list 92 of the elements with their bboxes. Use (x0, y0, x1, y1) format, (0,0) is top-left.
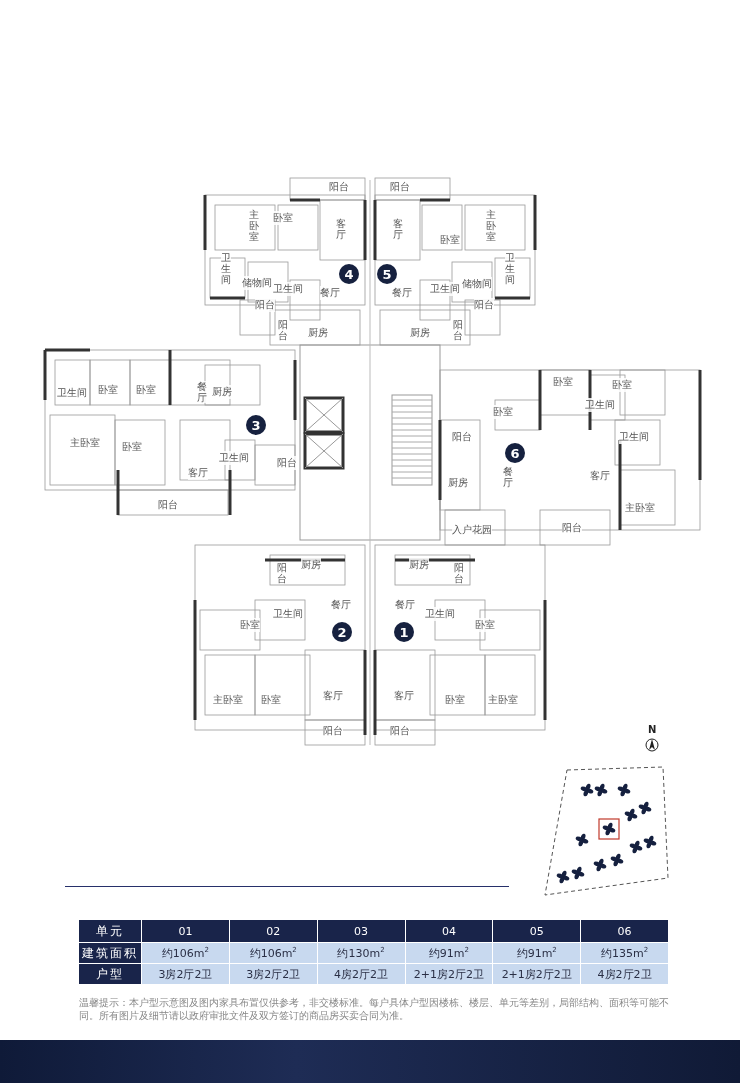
room-label: 卧室 (273, 211, 293, 225)
room-label: 阳台 (329, 180, 349, 194)
table-header: 03 (317, 920, 405, 942)
room-label: 阳台 (277, 456, 297, 470)
north-label: N (648, 724, 657, 735)
room-label: 餐厅 (197, 381, 207, 403)
room-label: 餐厅 (503, 466, 513, 488)
room-label: 入户花园 (452, 523, 492, 537)
room-label: 储物间 (242, 276, 272, 290)
unit-number-badge: 5 (377, 264, 397, 284)
unit-number-badge: 1 (394, 622, 414, 642)
room-label: 阳台 (454, 562, 464, 584)
table-cell: 约91m$^{2}$ (493, 943, 581, 963)
room-label: 阳台 (453, 319, 463, 341)
room-label: 卫生间 (273, 607, 303, 621)
table-header: 06 (581, 920, 668, 942)
room-label: 阳台 (390, 724, 410, 738)
table-header: 单元 (79, 920, 141, 942)
table-cell: 4房2厅2卫 (581, 964, 668, 984)
table-cell: 3房2厅2卫 (142, 964, 229, 984)
table-cell: 约91m$^{2}$ (405, 943, 493, 963)
room-label: 客厅 (590, 469, 610, 483)
room-label: 卧室 (136, 383, 156, 397)
room-label: 厨房 (308, 326, 328, 340)
table-cell: 2+1房2厅2卫 (493, 964, 581, 984)
room-label: 主卧室 (625, 501, 655, 515)
room-label: 客厅 (323, 689, 343, 703)
room-label: 卫生间 (57, 386, 87, 400)
table-header: 建筑面积 (79, 943, 141, 963)
room-label: 卧室 (240, 618, 260, 632)
room-label: 卧室 (445, 693, 465, 707)
room-label: 主卧室 (213, 693, 243, 707)
room-label: 卫生间 (273, 282, 303, 296)
room-label: 客厅 (188, 466, 208, 480)
room-label: 主卧室 (486, 208, 496, 242)
room-label: 阳台 (278, 319, 288, 341)
table-header: 01 (142, 920, 229, 942)
room-label: 餐厅 (395, 598, 415, 612)
room-label: 卫生间 (619, 430, 649, 444)
room-label: 卫生间 (505, 251, 515, 285)
table-cell: 约135m$^{2}$ (581, 943, 668, 963)
room-label: 卧室 (475, 618, 495, 632)
room-label: 主卧室 (488, 693, 518, 707)
room-label: 卫生间 (221, 251, 231, 285)
room-label: 卧室 (122, 440, 142, 454)
room-label: 卧室 (612, 378, 632, 392)
room-label: 客厅 (394, 689, 414, 703)
room-label: 餐厅 (331, 598, 351, 612)
room-label: 客厅 (393, 218, 403, 240)
room-label: 客厅 (336, 218, 346, 240)
room-label: 阳台 (390, 180, 410, 194)
table-header: 户型 (79, 964, 141, 984)
table-cell: 3房2厅2卫 (229, 964, 317, 984)
room-label: 卧室 (493, 405, 513, 419)
room-label: 卧室 (440, 233, 460, 247)
room-label: 卫生间 (219, 451, 249, 465)
room-label: 卧室 (98, 383, 118, 397)
room-label: 阳台 (277, 562, 287, 584)
room-label: 厨房 (212, 385, 232, 399)
unit-number-badge: 6 (505, 443, 525, 463)
room-label: 餐厅 (392, 286, 412, 300)
room-label: 主卧室 (249, 208, 259, 242)
room-label: 餐厅 (320, 286, 340, 300)
unit-number-badge: 2 (332, 622, 352, 642)
table-header: 02 (229, 920, 317, 942)
unit-number-badge: 3 (246, 415, 266, 435)
room-label: 阳台 (323, 724, 343, 738)
room-label: 厨房 (409, 558, 429, 572)
table-cell: 约106m$^{2}$ (142, 943, 229, 963)
table-cell: 约130m$^{2}$ (317, 943, 405, 963)
room-label: 阳台 (255, 298, 275, 312)
room-label: 阳台 (474, 298, 494, 312)
disclaimer-note: 温馨提示：本户型示意图及图内家具布置仅供参考，非交楼标准。每户具体户型因楼栋、楼层、单元等差别，局部结构、面积等可能不同。所有图片及细节请以政府审批文件及双方签订的商品房买卖合同为准。 (79, 996, 670, 1022)
table-header: 04 (405, 920, 493, 942)
room-label: 厨房 (448, 476, 468, 490)
room-label: 厨房 (410, 326, 430, 340)
table-cell: 4房2厅2卫 (317, 964, 405, 984)
room-label: 卫生间 (430, 282, 460, 296)
room-label: 阳台 (452, 430, 472, 444)
room-label: 卧室 (261, 693, 281, 707)
room-label: 储物间 (462, 277, 492, 291)
table-header: 05 (493, 920, 581, 942)
room-label: 主卧室 (70, 436, 100, 450)
room-label: 卫生间 (585, 398, 615, 412)
room-label: 卧室 (553, 375, 573, 389)
table-cell: 约106m$^{2}$ (229, 943, 317, 963)
unit-number-badge: 4 (339, 264, 359, 284)
table-cell: 2+1房2厅2卫 (405, 964, 493, 984)
room-label: 阳台 (562, 521, 582, 535)
room-label: 厨房 (301, 558, 321, 572)
room-label: 阳台 (158, 498, 178, 512)
room-label: 卫生间 (425, 607, 455, 621)
